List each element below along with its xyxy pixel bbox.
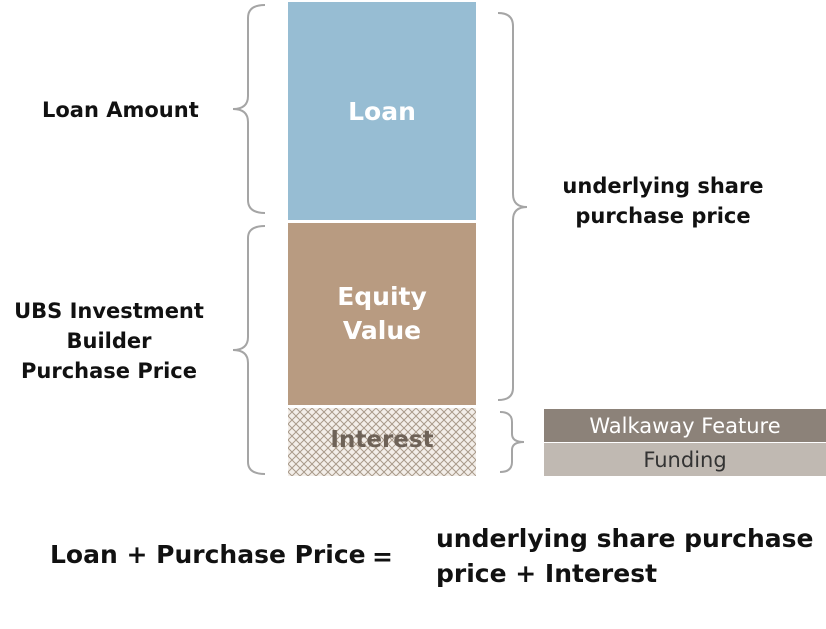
equation-rhs: underlying share purchase price + Intere… (436, 521, 814, 591)
share-price-label: underlying share purchase price (548, 171, 778, 231)
purchase-price-label: UBS Investment Builder Purchase Price (14, 296, 204, 386)
share-price-line-2: purchase price (575, 204, 751, 228)
purchase-price-line-1: UBS Investment (14, 299, 204, 323)
funding-bar: Funding (544, 443, 826, 476)
equation-lhs: Loan + Purchase Price (50, 540, 366, 569)
purchase-price-line-3: Purchase Price (21, 359, 197, 383)
loan-amount-label: Loan Amount (42, 98, 199, 122)
interest-label-wrap: Interest (288, 408, 476, 472)
equity-block: Equity Value (288, 223, 476, 405)
equity-label-line-1: Equity (337, 282, 427, 311)
equation-rhs-line-2: price + Interest (436, 559, 658, 588)
interest-block (288, 408, 476, 476)
loan-block-label: Loan (348, 96, 416, 126)
bracket-loan-amount (232, 4, 266, 214)
walkaway-feature-bar: Walkaway Feature (544, 409, 826, 442)
interest-label: Interest (330, 427, 434, 453)
equation-equals: = (372, 542, 393, 571)
bracket-interest (499, 411, 525, 473)
loan-block: Loan (288, 2, 476, 220)
walkaway-feature-label: Walkaway Feature (589, 413, 781, 438)
share-price-line-1: underlying share (562, 174, 764, 198)
funding-label: Funding (643, 447, 727, 472)
bracket-share-price (497, 12, 528, 401)
bracket-purchase-price (232, 225, 266, 475)
equation-rhs-line-1: underlying share purchase (436, 524, 814, 553)
equity-label-line-2: Value (342, 316, 422, 345)
purchase-price-line-2: Builder (66, 329, 152, 353)
